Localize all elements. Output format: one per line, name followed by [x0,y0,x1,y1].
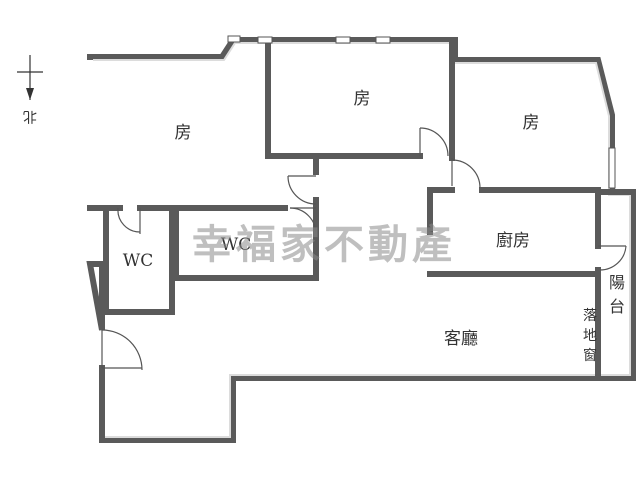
label-bedroom-right: 房 [523,113,540,133]
door-left-wc [117,207,141,234]
label-bedroom-center: 房 [354,89,371,109]
door-swing-arc [419,127,449,157]
north-compass: 北 [17,55,43,124]
windows [227,35,616,189]
door-swing-arc [101,329,143,371]
label-wc-left: WC [123,251,153,271]
wall-corridor-vertical [173,153,319,281]
window-top-3 [375,36,391,44]
wall-center-bedroom [265,37,423,159]
door-entrance [101,329,143,371]
wall-kitchen [427,187,601,381]
doors [101,127,627,371]
window-right-side [608,147,616,189]
door-swing-arc [117,207,141,233]
door-center-bedroom [419,127,449,157]
window-top-1 [257,36,273,44]
wall-left-wc [103,205,175,315]
door-balcony [598,245,627,271]
compass-label: 北 [23,108,37,124]
label-balcony: 陽台 [609,273,625,316]
interior-walls [87,37,636,381]
door-swing-arc [287,175,317,205]
outer-wall-inner-line [93,42,631,438]
door-swing-arc [289,207,317,235]
watermark-text: 幸福家不動產 [192,222,456,268]
label-bedroom-left: 房 [175,123,192,143]
door-right-wc [289,207,317,235]
window-top-2 [335,36,351,44]
door-right-bedroom [451,158,481,189]
compass-arrow-icon [26,88,34,100]
label-wc-right: WC [221,235,251,255]
label-french-window: 落地窗 [583,308,597,364]
door-swing-arc [599,245,627,271]
door-swing-arc [451,159,481,189]
label-kitchen: 廚房 [496,230,530,251]
label-living-room: 客廳 [444,329,478,349]
room-labels: 房 房 房 WC WC 廚房 客廳 [123,89,540,349]
window-top-corner [227,35,241,43]
door-left-bedroom [287,175,317,205]
